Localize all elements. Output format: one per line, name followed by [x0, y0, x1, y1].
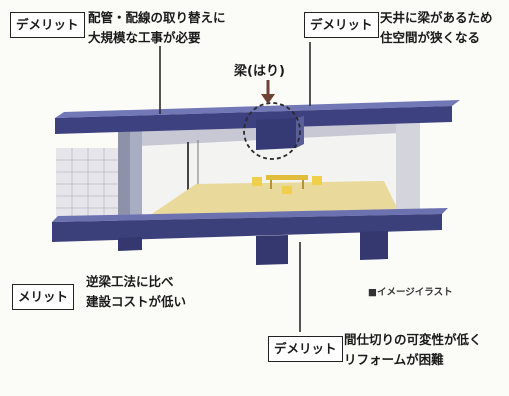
left-column-face	[130, 125, 142, 223]
ceiling-slab	[55, 106, 452, 134]
ceiling-slab-top	[55, 100, 460, 118]
chair	[282, 186, 292, 194]
demerit-note-top-left: 配管・配線の取り替えに 大規模な工事が必要	[88, 8, 226, 48]
demerit-tag-bottom-right: デメリット	[268, 336, 343, 362]
note-line: 天井に梁があるため	[380, 10, 493, 25]
beam-label: 梁(はり)	[234, 64, 285, 79]
note-line: 配管・配線の取り替えに	[88, 10, 226, 25]
ceiling-beam	[256, 118, 296, 150]
table-leg	[270, 180, 272, 189]
merit-tag-bottom-left: メリット	[12, 284, 75, 310]
floor-slab	[52, 214, 442, 242]
floor-slab-top	[52, 208, 448, 222]
left-window	[56, 148, 120, 218]
demerit-note-top-right: 天井に梁があるため 住空間が狭くなる	[380, 8, 493, 48]
lower-beam-left	[118, 237, 142, 251]
demerit-tag-top-right: デメリット	[304, 12, 379, 38]
image-caption: ■イメージイラスト	[368, 287, 453, 298]
lower-beam	[360, 231, 388, 260]
note-line: 逆梁工法に比べ	[86, 274, 174, 289]
demerit-tag-top-left: デメリット	[10, 12, 85, 38]
note-line: 建設コストが低い	[86, 294, 187, 309]
table-top	[266, 175, 308, 180]
lower-beam	[256, 235, 288, 265]
table-and-chairs	[252, 175, 322, 194]
note-line: 住空間が狭くなる	[380, 30, 481, 45]
table-leg	[302, 180, 304, 189]
chair	[312, 176, 322, 185]
note-line: 大規模な工事が必要	[88, 30, 201, 45]
beam-highlight-circle	[243, 102, 301, 160]
note-line: 間仕切りの可変性が低く	[344, 332, 482, 347]
chair	[252, 177, 262, 186]
right-wall	[396, 116, 420, 214]
demerit-note-bottom-right: 間仕切りの可変性が低く リフォームが困難	[344, 330, 482, 370]
note-line: リフォームが困難	[344, 352, 444, 367]
beam-arrow-head	[261, 94, 275, 104]
merit-note-bottom-left: 逆梁工法に比べ 建設コストが低い	[86, 272, 186, 312]
